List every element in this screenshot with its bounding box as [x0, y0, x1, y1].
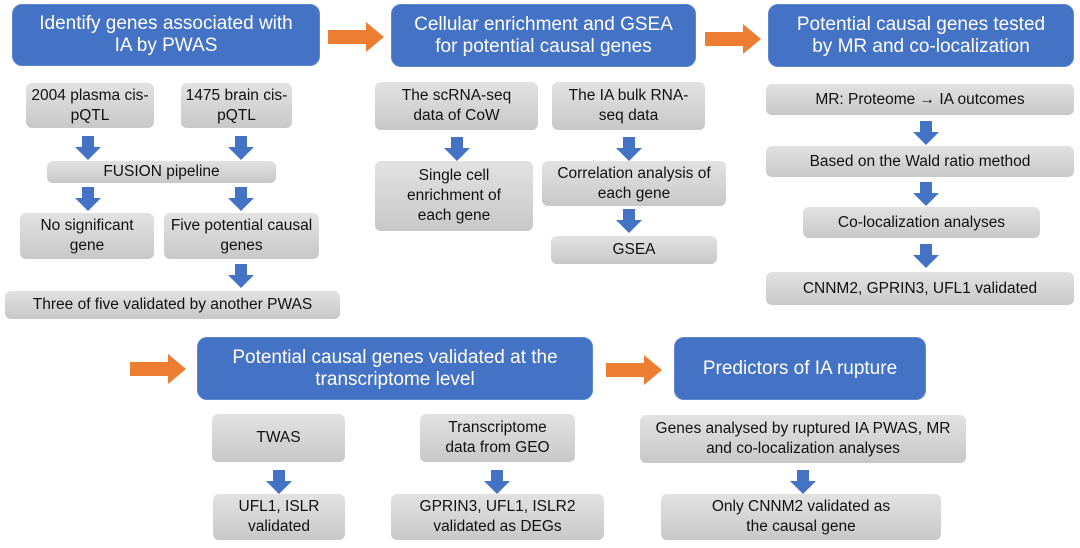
box-plasma-pqtl: 2004 plasma cis-pQTL [26, 83, 154, 128]
header-predictors-rupture: Predictors of IA rupture [674, 337, 926, 400]
box-colocalization: Co-localization analyses [803, 207, 1040, 238]
box-twas: TWAS [212, 414, 345, 462]
flow-arrow-icon [705, 24, 761, 54]
header-transcriptome-level: Potential causal genes validated at the … [197, 337, 593, 400]
down-arrow-icon [913, 244, 939, 268]
down-arrow-icon [484, 470, 510, 494]
box-scrna-seq: The scRNA-seq data of CoW [375, 82, 538, 130]
box-no-significant-gene: No significant gene [20, 213, 154, 259]
down-arrow-icon [913, 182, 939, 206]
box-cnnm2-result: Only CNNM2 validated as the causal gene [661, 494, 941, 540]
box-geo-data: Transcriptome data from GEO [420, 414, 575, 462]
box-gsea: GSEA [551, 236, 717, 264]
flow-arrow-icon [328, 22, 384, 52]
down-arrow-icon [228, 136, 254, 160]
down-arrow-icon [790, 470, 816, 494]
down-arrow-icon [228, 187, 254, 211]
down-arrow-icon [266, 470, 292, 494]
header-cellular-enrichment: Cellular enrichment and GSEA for potenti… [391, 4, 696, 67]
box-ruptured-ia-genes: Genes analysed by ruptured IA PWAS, MR a… [640, 415, 966, 463]
flow-arrow-icon [606, 355, 662, 385]
box-twas-result: UFL1, ISLR validated [213, 494, 345, 540]
box-fusion-pipeline: FUSION pipeline [47, 161, 276, 183]
down-arrow-icon [444, 137, 470, 161]
header-mr-colocalization: Potential causal genes tested by MR and … [768, 4, 1074, 67]
box-correlation-analysis: Correlation analysis of each gene [542, 161, 726, 206]
box-brain-pqtl: 1475 brain cis-pQTL [181, 83, 292, 128]
down-arrow-icon [616, 137, 642, 161]
box-geo-result: GPRIN3, UFL1, ISLR2 validated as DEGs [391, 494, 604, 540]
flow-arrow-icon [130, 354, 186, 384]
box-three-of-five: Three of five validated by another PWAS [5, 291, 340, 319]
box-bulk-rna-seq: The IA bulk RNA-seq data [552, 82, 705, 130]
down-arrow-icon [228, 264, 254, 288]
box-single-cell-enrichment: Single cell enrichment of each gene [375, 161, 533, 231]
down-arrow-icon [913, 121, 939, 145]
header-identify-genes: Identify genes associated with IA by PWA… [12, 4, 320, 66]
box-cnnm2-gprin3-ufl1: CNNM2, GPRIN3, UFL1 validated [766, 272, 1074, 305]
down-arrow-icon [75, 187, 101, 211]
box-wald-ratio: Based on the Wald ratio method [766, 146, 1074, 177]
down-arrow-icon [616, 209, 642, 233]
box-five-potential-genes: Five potential causal genes [164, 213, 319, 259]
box-mr-proteome: MR: Proteome → IA outcomes [766, 84, 1074, 115]
down-arrow-icon [75, 136, 101, 160]
